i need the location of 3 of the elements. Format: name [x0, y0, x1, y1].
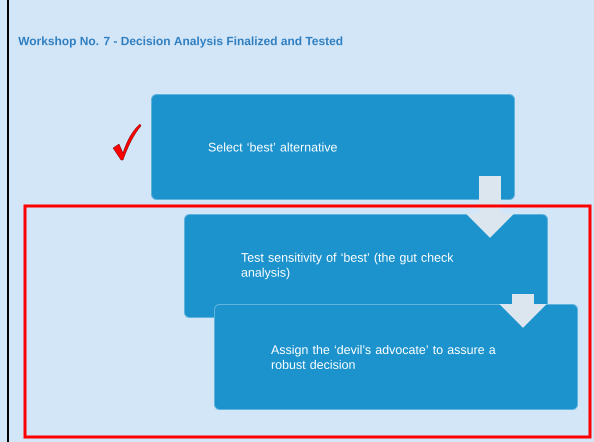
slide-title: Workshop No. 7 - Decision Analysis Finalized and Tested	[18, 36, 342, 48]
process-box: Select ‘best’ alternative	[151, 94, 515, 200]
process-box: Assign the ‘devil’s advocate’ to assure a robust decision	[214, 304, 578, 410]
